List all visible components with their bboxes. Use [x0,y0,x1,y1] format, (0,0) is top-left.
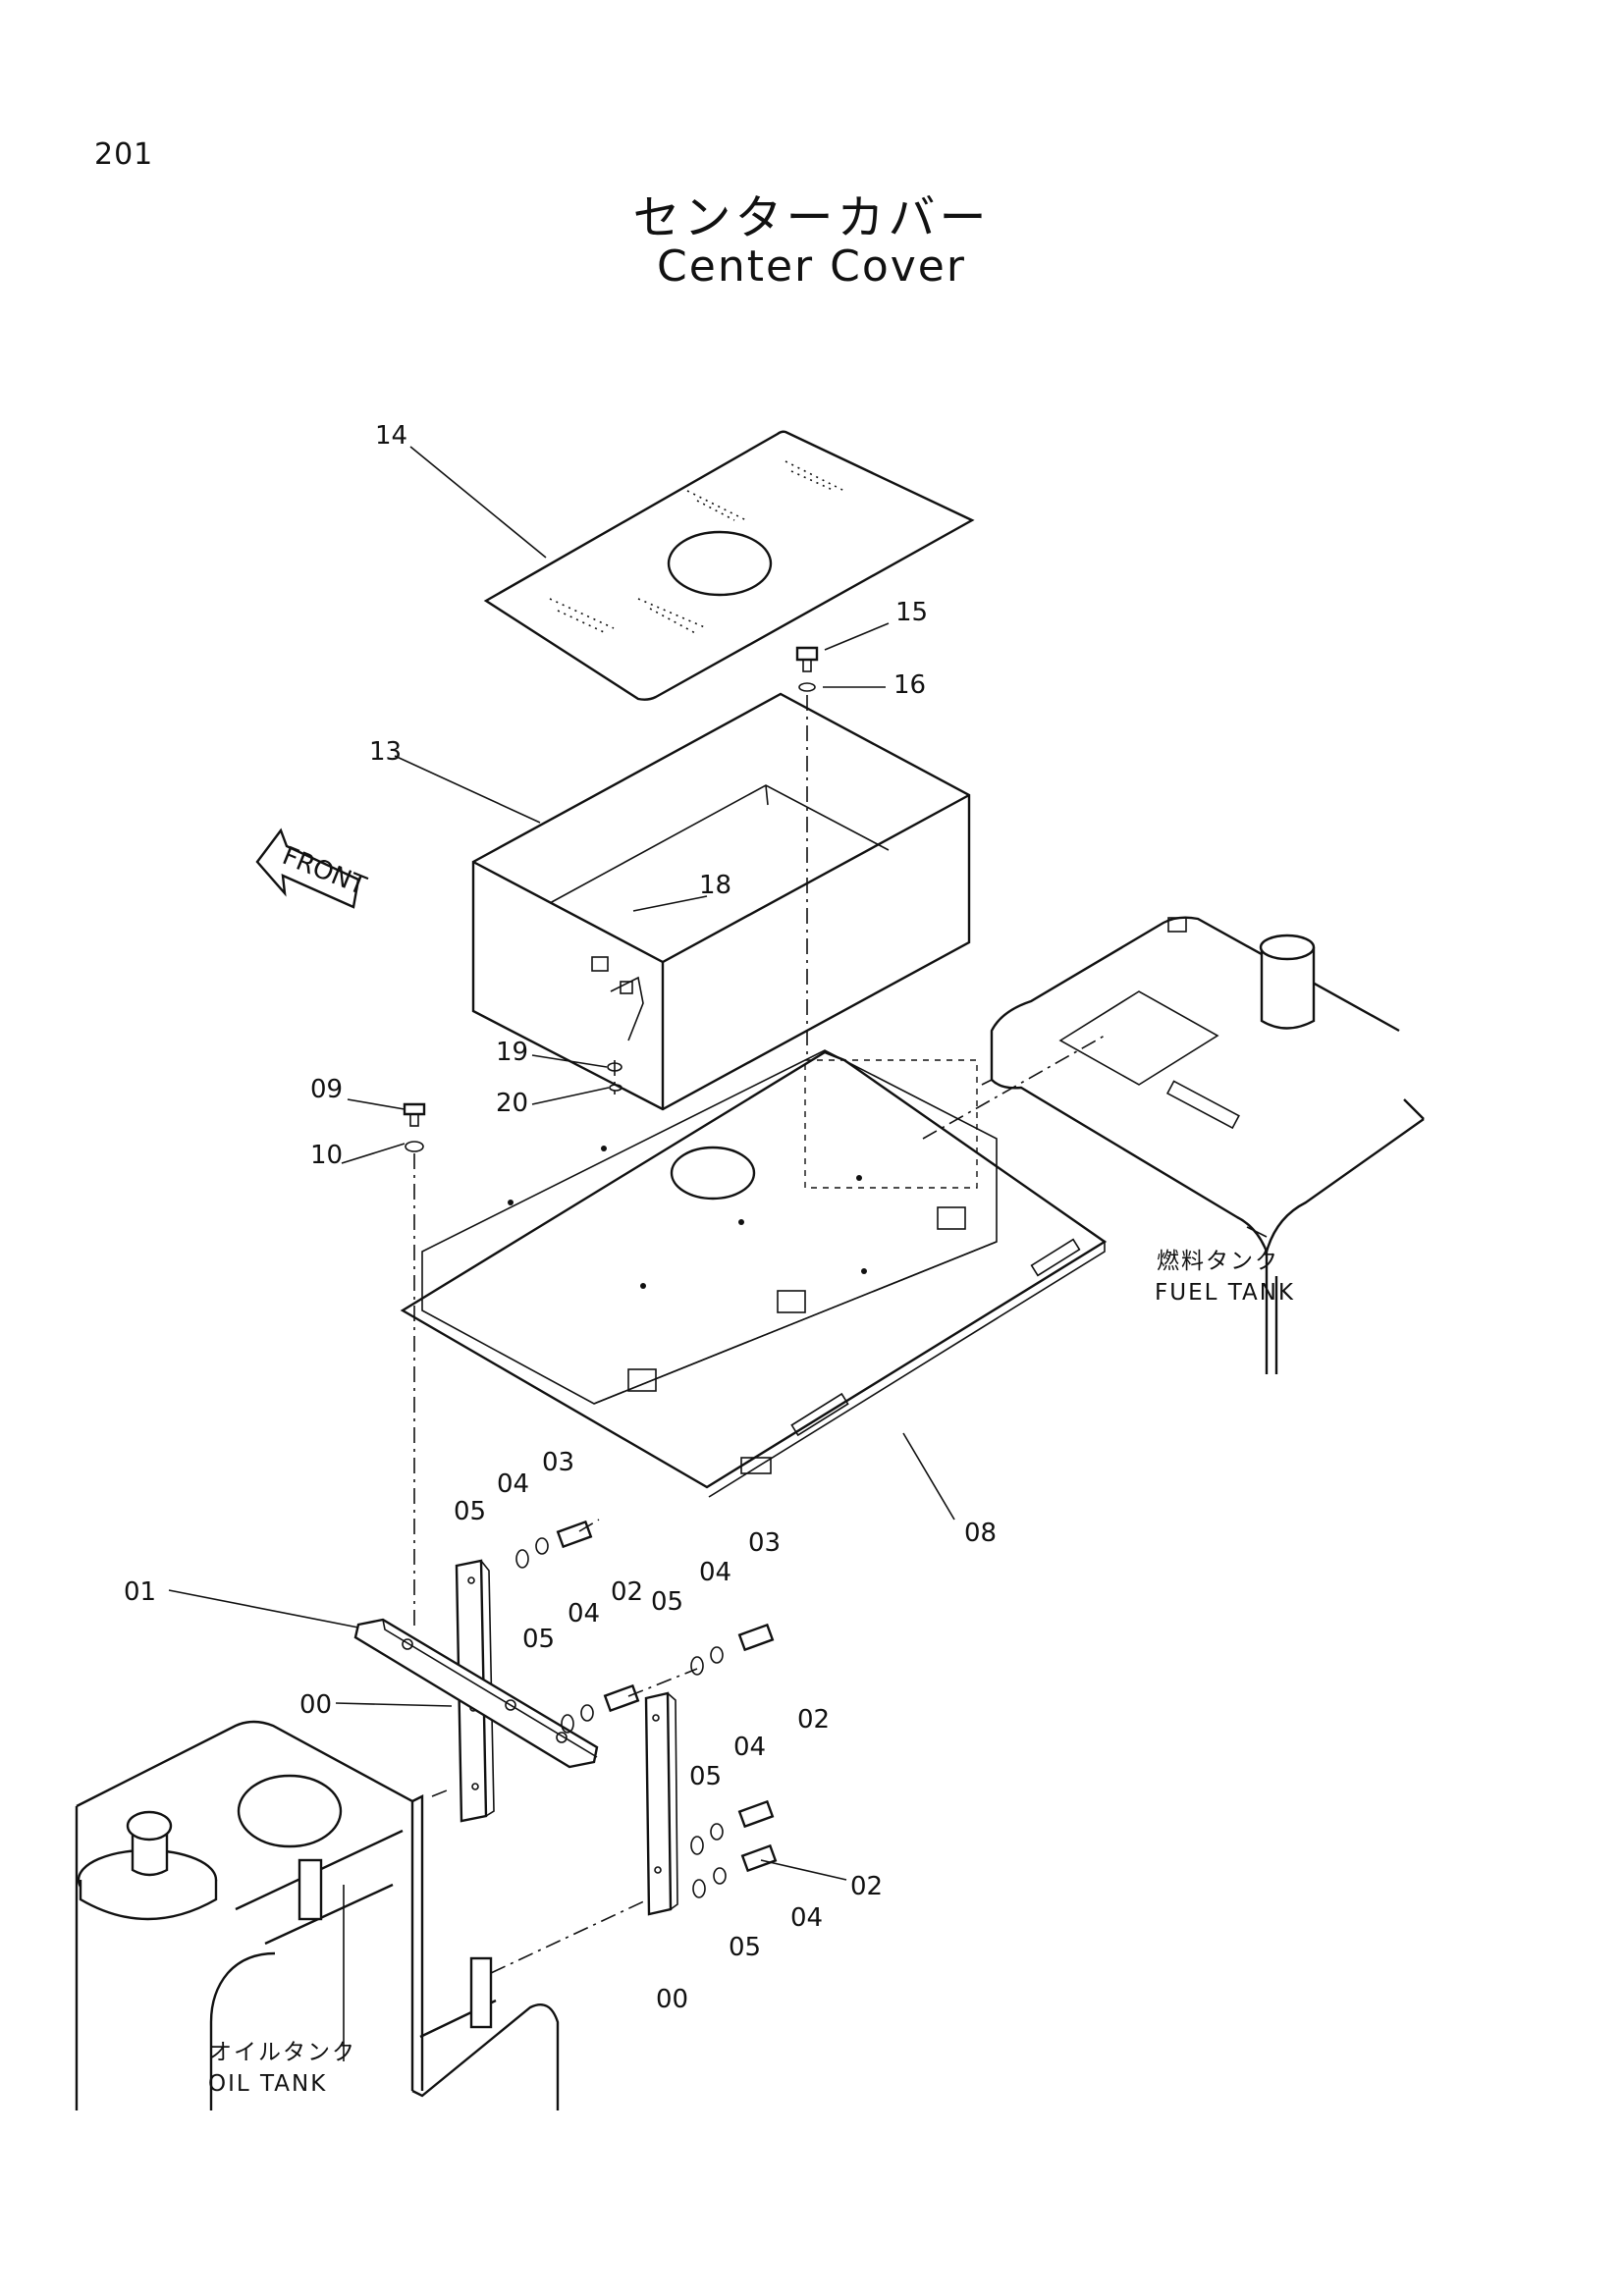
fuel-tank-outline: 燃料タンク FUEL TANK [990,916,1425,1374]
callout-04-lower: 04 [733,1733,766,1762]
fuel-tank-caption-english: FUEL TANK [1155,1280,1295,1306]
callout-19: 19 [496,1038,528,1067]
callout-14: 14 [375,421,407,451]
oil-tank-outline: オイルタンク OIL TANK [75,1720,560,2110]
part-01-stay-bar [353,1618,599,1769]
callout-05-left: 05 [522,1625,555,1654]
callout-16: 16 [893,670,926,700]
callout-00-right: 00 [656,1985,688,2014]
oil-tank-caption-english: OIL TANK [208,2071,327,2097]
callout-00-left: 00 [299,1690,332,1720]
callout-04-mid-left: 04 [568,1599,600,1629]
callout-05-mid: 05 [651,1587,683,1617]
callout-15: 15 [895,598,928,627]
callout-13: 13 [369,737,402,767]
front-arrow-icon: FRONT [255,828,370,909]
part-08-base-plate [400,1049,1108,1498]
callout-18: 18 [699,871,731,900]
callout-03-right: 03 [748,1528,781,1558]
callout-08: 08 [964,1519,997,1548]
oil-tank-caption-japanese: オイルタンク [209,2040,356,2065]
callout-labels: 14 15 16 13 18 19 20 09 10 08 03 04 05 0… [124,421,997,2014]
title-japanese: センターカバー [632,190,991,245]
callout-04-mid-right: 04 [699,1558,731,1587]
hardware-bolts-washers [403,646,819,1898]
callout-01: 01 [124,1577,156,1607]
part-13-box-cover [471,692,971,1111]
callout-04-top: 04 [497,1469,529,1499]
part-14-lid-plate [483,430,975,701]
callout-10: 10 [310,1141,343,1170]
assembly-center-lines [413,695,1106,1974]
part-00-bracket-right [644,1691,678,1916]
callout-04-bottom: 04 [790,1903,823,1933]
callout-05-bottom: 05 [729,1933,761,1962]
callout-05-top: 05 [454,1497,486,1526]
callout-05-lower: 05 [689,1762,722,1791]
page-number: 201 [94,137,154,172]
callout-02-mid: 02 [611,1577,643,1607]
callout-09: 09 [310,1075,343,1104]
callout-02-lower: 02 [797,1705,830,1735]
title-english: Center Cover [657,241,966,292]
fuel-tank-caption-japanese: 燃料タンク [1157,1249,1279,1274]
callout-03-top: 03 [542,1448,574,1477]
leader-lines [168,446,955,1881]
callout-20: 20 [496,1089,528,1118]
callout-02-bottom: 02 [850,1872,883,1901]
